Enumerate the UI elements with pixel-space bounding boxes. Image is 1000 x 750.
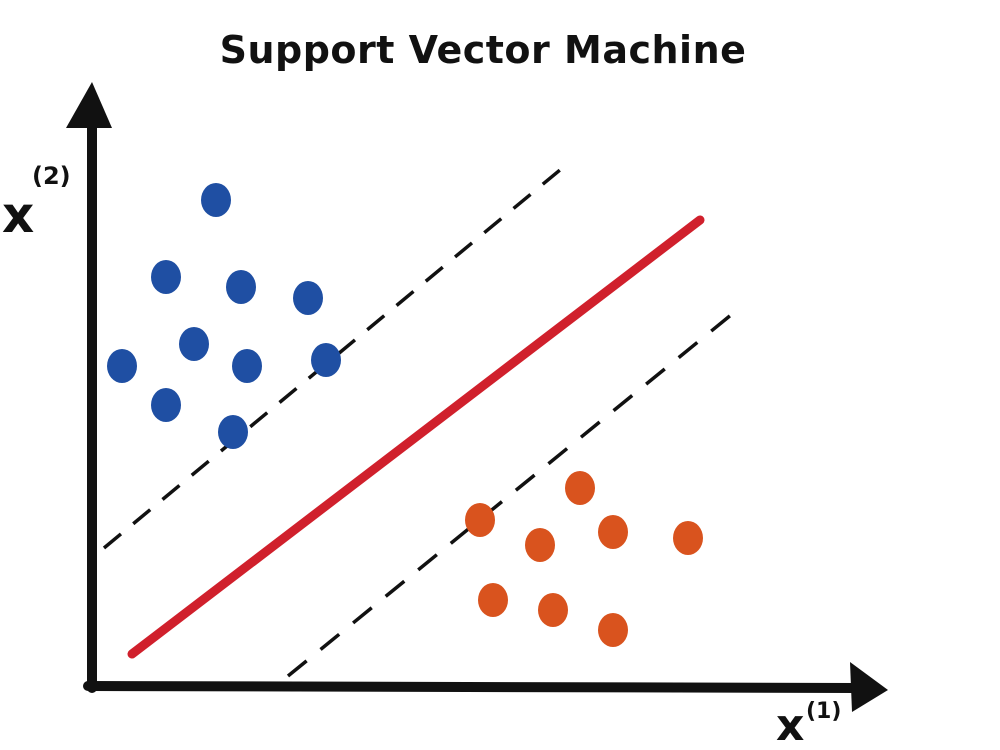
decision-boundary-line	[127, 215, 705, 659]
data-point	[565, 471, 595, 505]
data-point	[538, 593, 568, 627]
data-point	[151, 260, 181, 294]
data-point	[151, 388, 181, 422]
data-point	[201, 183, 231, 217]
data-point	[465, 503, 495, 537]
data-point	[293, 281, 323, 315]
y-axis-arrow-icon	[66, 82, 112, 128]
data-point	[107, 349, 137, 383]
x-axis-arrow-icon	[850, 662, 888, 712]
class-a-points	[107, 183, 341, 449]
x-axis	[83, 662, 888, 712]
diagram-title: Support Vector Machine	[219, 28, 747, 72]
x-axis-superscript: (1)	[806, 699, 841, 724]
upper-margin-line	[102, 158, 574, 550]
y-axis-label: x	[2, 186, 34, 244]
x-axis-label: x	[776, 700, 804, 750]
lower-margin-line	[286, 304, 744, 678]
y-axis	[66, 82, 112, 693]
y-axis-superscript: (2)	[32, 162, 71, 190]
data-point	[525, 528, 555, 562]
data-point	[673, 521, 703, 555]
class-b-points	[465, 471, 703, 647]
data-point	[311, 343, 341, 377]
data-point	[598, 613, 628, 647]
data-point	[218, 415, 248, 449]
data-point	[179, 327, 209, 361]
data-point	[232, 349, 262, 383]
data-point	[478, 583, 508, 617]
data-point	[598, 515, 628, 549]
data-point	[226, 270, 256, 304]
